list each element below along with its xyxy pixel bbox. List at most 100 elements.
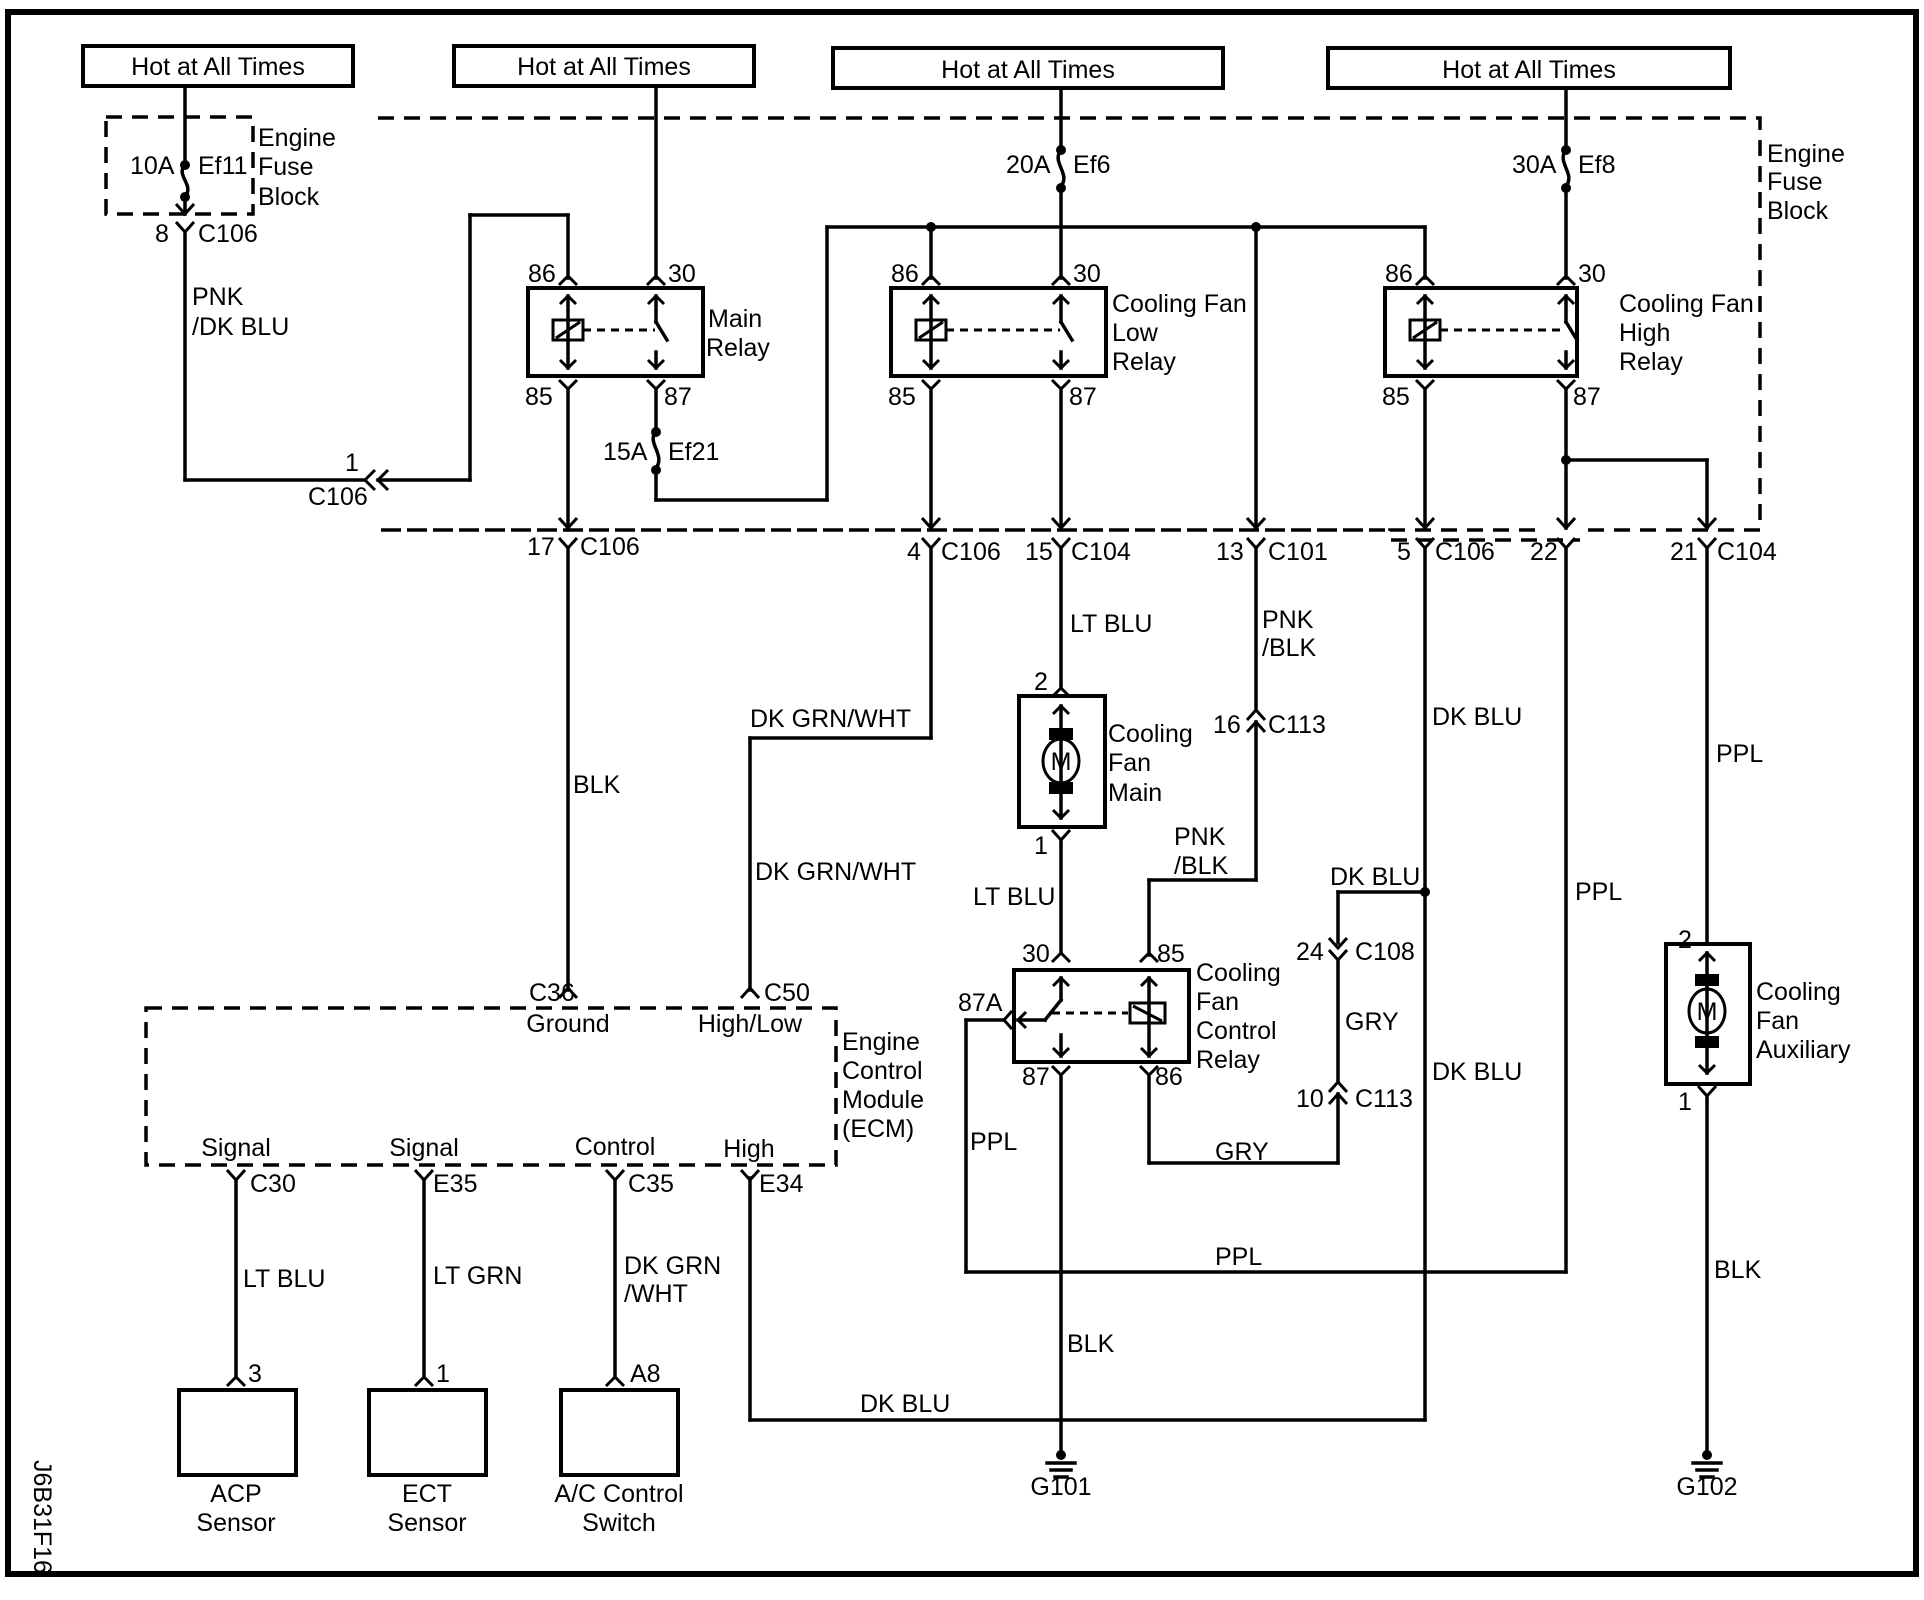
ecm-pin-label: Ground	[526, 1010, 609, 1038]
power-label: Hot at All Times	[131, 53, 305, 81]
relay-pin: 86	[1385, 260, 1413, 288]
motor-name: Cooling	[1756, 978, 1841, 1006]
sensor-name: Switch	[582, 1509, 656, 1537]
sensor-name: ACP	[210, 1480, 261, 1508]
fuse-id: Ef8	[1578, 151, 1616, 179]
ecm-module	[144, 1006, 838, 1167]
ect-sensor: 1 ECT Sensor	[367, 1360, 488, 1537]
connector-pin: 17	[527, 533, 555, 561]
wire-color-label: GRY	[1215, 1138, 1269, 1166]
connector-pin: 15	[1025, 538, 1053, 566]
relay-pin: 86	[528, 260, 556, 288]
connector-id: C106	[1435, 538, 1495, 566]
wire-color-label: GRY	[1345, 1008, 1399, 1036]
wire-color-label: PPL	[970, 1128, 1017, 1156]
fuse-rating: 10A	[130, 152, 175, 180]
fuse-id: Ef6	[1073, 151, 1111, 179]
connector-id: C108	[1355, 938, 1415, 966]
relay-pin: 87	[1069, 383, 1097, 411]
motor-pin: 1	[1678, 1088, 1692, 1116]
power-label: Hot at All Times	[1442, 56, 1616, 84]
connector-pin: 10	[1296, 1085, 1324, 1113]
connector-id: C106	[198, 220, 258, 248]
wire-color-label: LT BLU	[973, 883, 1055, 911]
motor-pin: 2	[1034, 668, 1048, 696]
power-source-1: Hot at All Times	[81, 44, 355, 88]
wire-pnkblk	[1147, 225, 1267, 957]
relay-name: Cooling Fan	[1619, 290, 1754, 318]
ecm-name: Module	[842, 1086, 924, 1114]
fuse-block-label: Block	[258, 183, 320, 211]
engine-fuse-block-small	[104, 115, 255, 216]
wire-blk-ecm-ground	[557, 387, 579, 1000]
connector-id: C113	[1355, 1085, 1413, 1113]
fuse-block-label: Block	[1767, 197, 1829, 225]
wire-dkblu	[748, 387, 1436, 1422]
connector-id: C106	[308, 483, 368, 511]
relay-name: Relay	[706, 334, 770, 362]
ecm-pin-label: High	[723, 1135, 774, 1163]
relay-pin: 86	[891, 260, 919, 288]
wire-color-label: /WHT	[624, 1280, 688, 1308]
power-label: Hot at All Times	[941, 56, 1115, 84]
ground-label: G101	[1030, 1473, 1091, 1501]
sensor-name: Sensor	[387, 1509, 466, 1537]
ecm-name: Control	[842, 1057, 923, 1085]
motor-name: Main	[1108, 779, 1162, 807]
relay-pin: 87	[664, 383, 692, 411]
power-source-3: Hot at All Times	[831, 46, 1225, 90]
engine-fuse-block-main	[378, 116, 1762, 542]
fuse-block-label: Engine	[258, 124, 336, 152]
cooling-fan-auxiliary-motor: M G102	[1664, 942, 1752, 1501]
wire-ef8	[1561, 86, 1571, 280]
relay-name: High	[1619, 319, 1670, 347]
sensor-name: A/C Control	[554, 1480, 683, 1508]
connector-pin: 8	[155, 220, 169, 248]
motor-name: Fan	[1108, 749, 1151, 777]
connector-pin: 22	[1530, 538, 1558, 566]
wire-color-label: DK BLU	[860, 1390, 950, 1418]
ecm-pin-label: Signal	[389, 1134, 459, 1162]
wire-color-label: DK BLU	[1330, 863, 1420, 891]
relay-pin: 85	[1382, 383, 1410, 411]
relay-name: Control	[1196, 1017, 1277, 1045]
connector-id: C104	[1717, 538, 1777, 566]
motor-name: Cooling	[1108, 720, 1193, 748]
relay-pin: 85	[525, 383, 553, 411]
wire-color-label: BLK	[1714, 1256, 1762, 1284]
connector-id: C36	[529, 979, 575, 1007]
relay-name: Low	[1112, 319, 1159, 347]
diagram-frame	[5, 9, 1919, 1577]
cooling-fan-main-motor: M	[1017, 685, 1107, 955]
motor-pin: 2	[1678, 926, 1692, 954]
connector-id: C106	[580, 533, 640, 561]
motor-symbol: M	[1051, 748, 1072, 776]
main-relay	[468, 84, 705, 482]
wire-color-label: /DK BLU	[192, 313, 289, 341]
connector-pin: 1	[345, 449, 359, 477]
wire-color-label: PNK	[1262, 606, 1314, 634]
cooling-fan-control-relay	[1001, 950, 1191, 1452]
relay-pin: 86	[1155, 1063, 1183, 1091]
sensor-pin: 1	[436, 1360, 450, 1388]
wire-color-label: PPL	[1575, 878, 1622, 906]
connector-id: C35	[628, 1170, 674, 1198]
motor-icon	[1041, 737, 1081, 785]
connector-id: C106	[941, 538, 1001, 566]
wire-color-label: DK GRN	[624, 1252, 721, 1280]
relay-pin: 87	[1022, 1063, 1050, 1091]
ground-label: G102	[1676, 1473, 1737, 1501]
relay-pin: 85	[1157, 940, 1185, 968]
connector-id: E34	[759, 1170, 804, 1198]
relay-name: Fan	[1196, 988, 1239, 1016]
fuse-rating: 15A	[603, 438, 648, 466]
sensor-name: ECT	[402, 1480, 452, 1508]
wire-color-label: LT GRN	[433, 1262, 522, 1290]
fuse-id: Ef11	[198, 152, 248, 180]
wire-color-label: DK GRN/WHT	[755, 858, 916, 886]
wire-color-label: DK GRN/WHT	[750, 705, 911, 733]
relay-pin: 30	[1073, 260, 1101, 288]
wire-dkgrnwht	[739, 387, 942, 1000]
power-label: Hot at All Times	[517, 53, 691, 81]
